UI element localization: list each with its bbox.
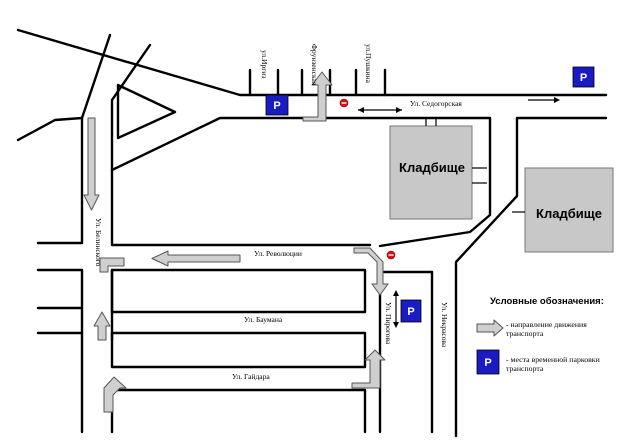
road-gaydara-bottom [110,388,367,434]
road-left-lower-a [36,268,84,434]
street-label-top-3: ул.Пушкина [364,44,373,84]
arrow-corner-belinskogo [99,257,125,273]
cemetery-1: Кладбище [389,125,473,220]
street-label-top-1: ул.Иргиз [260,50,269,78]
arrow-revolyutsii-left [151,250,241,267]
street-label-sedogorskaya: Ул. Седогорская [410,99,462,108]
legend-direction-text: - направление движения транспорта [506,320,587,338]
cemetery-1-label: Кладбище [399,160,465,175]
street-label-gaydara: Ул. Гайдара [232,372,270,381]
arrow-gaydara-turn [103,376,127,413]
parking-marker-right: P [572,66,595,88]
road-left-edge-b [110,43,372,247]
traffic-arrows [83,71,389,413]
road-right-upper [454,116,608,438]
road-diagonal-top [16,28,608,97]
road-left-edge-a [36,33,112,245]
traffic-island [116,83,177,140]
road-inner [110,116,492,248]
legend-parking-text: - места временной парковки транспорта [506,355,600,373]
legend-parking-icon: P [476,349,500,375]
svg-text:P: P [484,357,491,369]
legend-arrow-icon [476,319,504,337]
roads [16,28,608,438]
street-label-belinskogo: Ул. Белинского [94,218,103,267]
svg-text:P: P [580,72,587,84]
cemetery-2-label: Кладбище [536,206,602,221]
arrow-pirogova-turn [353,247,389,296]
cemetery-2: Кладбище [524,167,614,253]
parking-marker-pirogova: P [400,299,422,323]
street-label-baumana: Ул. Баумана [244,315,283,324]
svg-text:P: P [407,306,414,318]
street-label-revolyutsii: Ул. Революции [254,249,302,258]
svg-text:P: P [273,100,280,112]
arrow-baumana-up [93,311,111,341]
arrow-belinskogo-down [83,117,100,211]
arrow-gaydara-right [351,349,386,389]
direction-lines [358,97,560,328]
block-revolyutsii-baumana [110,268,367,314]
legend-title: Условные обозначения: [490,296,604,307]
block-baumana-gaydara [110,331,367,369]
street-label-pirogova: Ул. Пирогова [384,302,393,345]
road-diagonal-bottom [16,116,84,142]
street-labels: Ул. Седогорская Ул. Революции Ул. Бауман… [94,44,462,381]
legend: Условные обозначения: - направление движ… [476,296,604,375]
parking-marker-top: P [265,94,289,116]
no-entry-signs [339,98,396,260]
arrow-top-turn [302,71,333,122]
street-label-nekrasova: Ул. Некрасова [440,302,449,348]
street-label-top-2: Фрунзенская [310,44,319,86]
